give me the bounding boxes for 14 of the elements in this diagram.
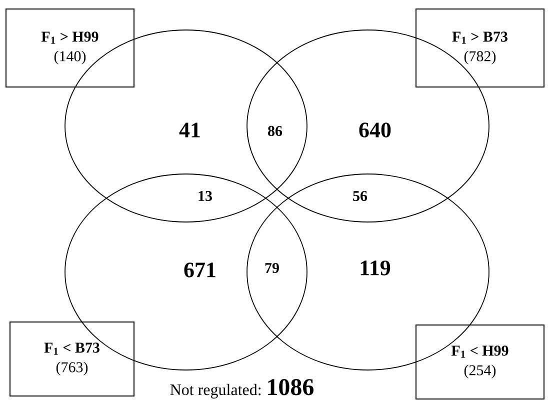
region-count: 56 — [353, 190, 368, 202]
region-count: 640 — [359, 122, 391, 138]
region-count: 86 — [268, 126, 282, 136]
region-count: 119 — [360, 260, 390, 276]
total-count: 1086 — [268, 379, 314, 396]
region-count: 13 — [198, 190, 212, 202]
label-box: F$_{1}$ > H99 (140) — [6, 8, 134, 88]
region-count: 41 — [179, 122, 200, 138]
caption-text: Not regulated: — [170, 384, 261, 398]
region-count: 671 — [184, 262, 216, 278]
region-count: 79 — [265, 262, 279, 274]
label-box: F$_{1}$ > B73 (782) — [416, 8, 544, 88]
label-box: F$_{1}$ < B73 (763) — [10, 322, 134, 396]
label-box: F$_{1}$ < H99 (254) — [416, 324, 544, 400]
